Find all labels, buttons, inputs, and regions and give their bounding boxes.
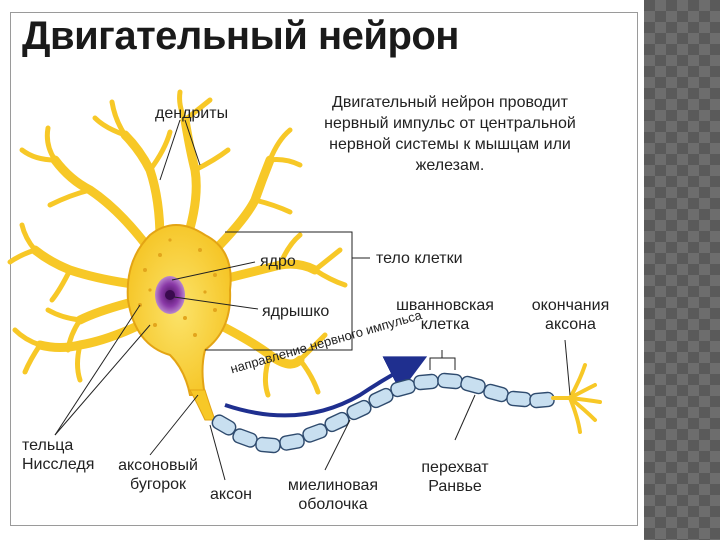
slide-frame	[10, 12, 638, 526]
leader-lines	[54, 119, 571, 481]
label-schwann-cell: шванновская клетка	[396, 297, 494, 333]
impulse-arrow	[224, 356, 428, 418]
label-axon: аксон	[210, 486, 252, 503]
label-nissl-bodies: тельца Нисследя	[22, 437, 95, 473]
description-text: Двигательный нейрон проводит нервный имп…	[324, 94, 576, 174]
label-cell-body: тело клетки	[376, 250, 463, 267]
label-ranvier-node: перехват Ранвье	[421, 459, 489, 495]
axon-hillock-shape	[189, 389, 216, 421]
label-axon-hillock: аксоновый бугорок	[118, 457, 198, 493]
dendrites-group	[7, 89, 348, 398]
neuron-diagram	[7, 89, 602, 481]
label-dendrites: дендриты	[155, 105, 229, 122]
label-myelin-sheath: миелиновая оболочка	[287, 477, 379, 513]
label-nucleus: ядро	[260, 253, 296, 270]
nucleolus-shape	[165, 290, 175, 300]
axon-terminals-group	[551, 363, 602, 434]
nissl-bodies-dots	[138, 238, 217, 337]
myelin-sheath-group	[211, 372, 555, 454]
label-nucleolus: ядрышко	[262, 303, 330, 320]
side-decorative-pattern	[644, 0, 720, 540]
label-axon-terminals: окончания аксона	[531, 297, 610, 333]
slide-title: Двигательный нейрон	[22, 14, 459, 58]
